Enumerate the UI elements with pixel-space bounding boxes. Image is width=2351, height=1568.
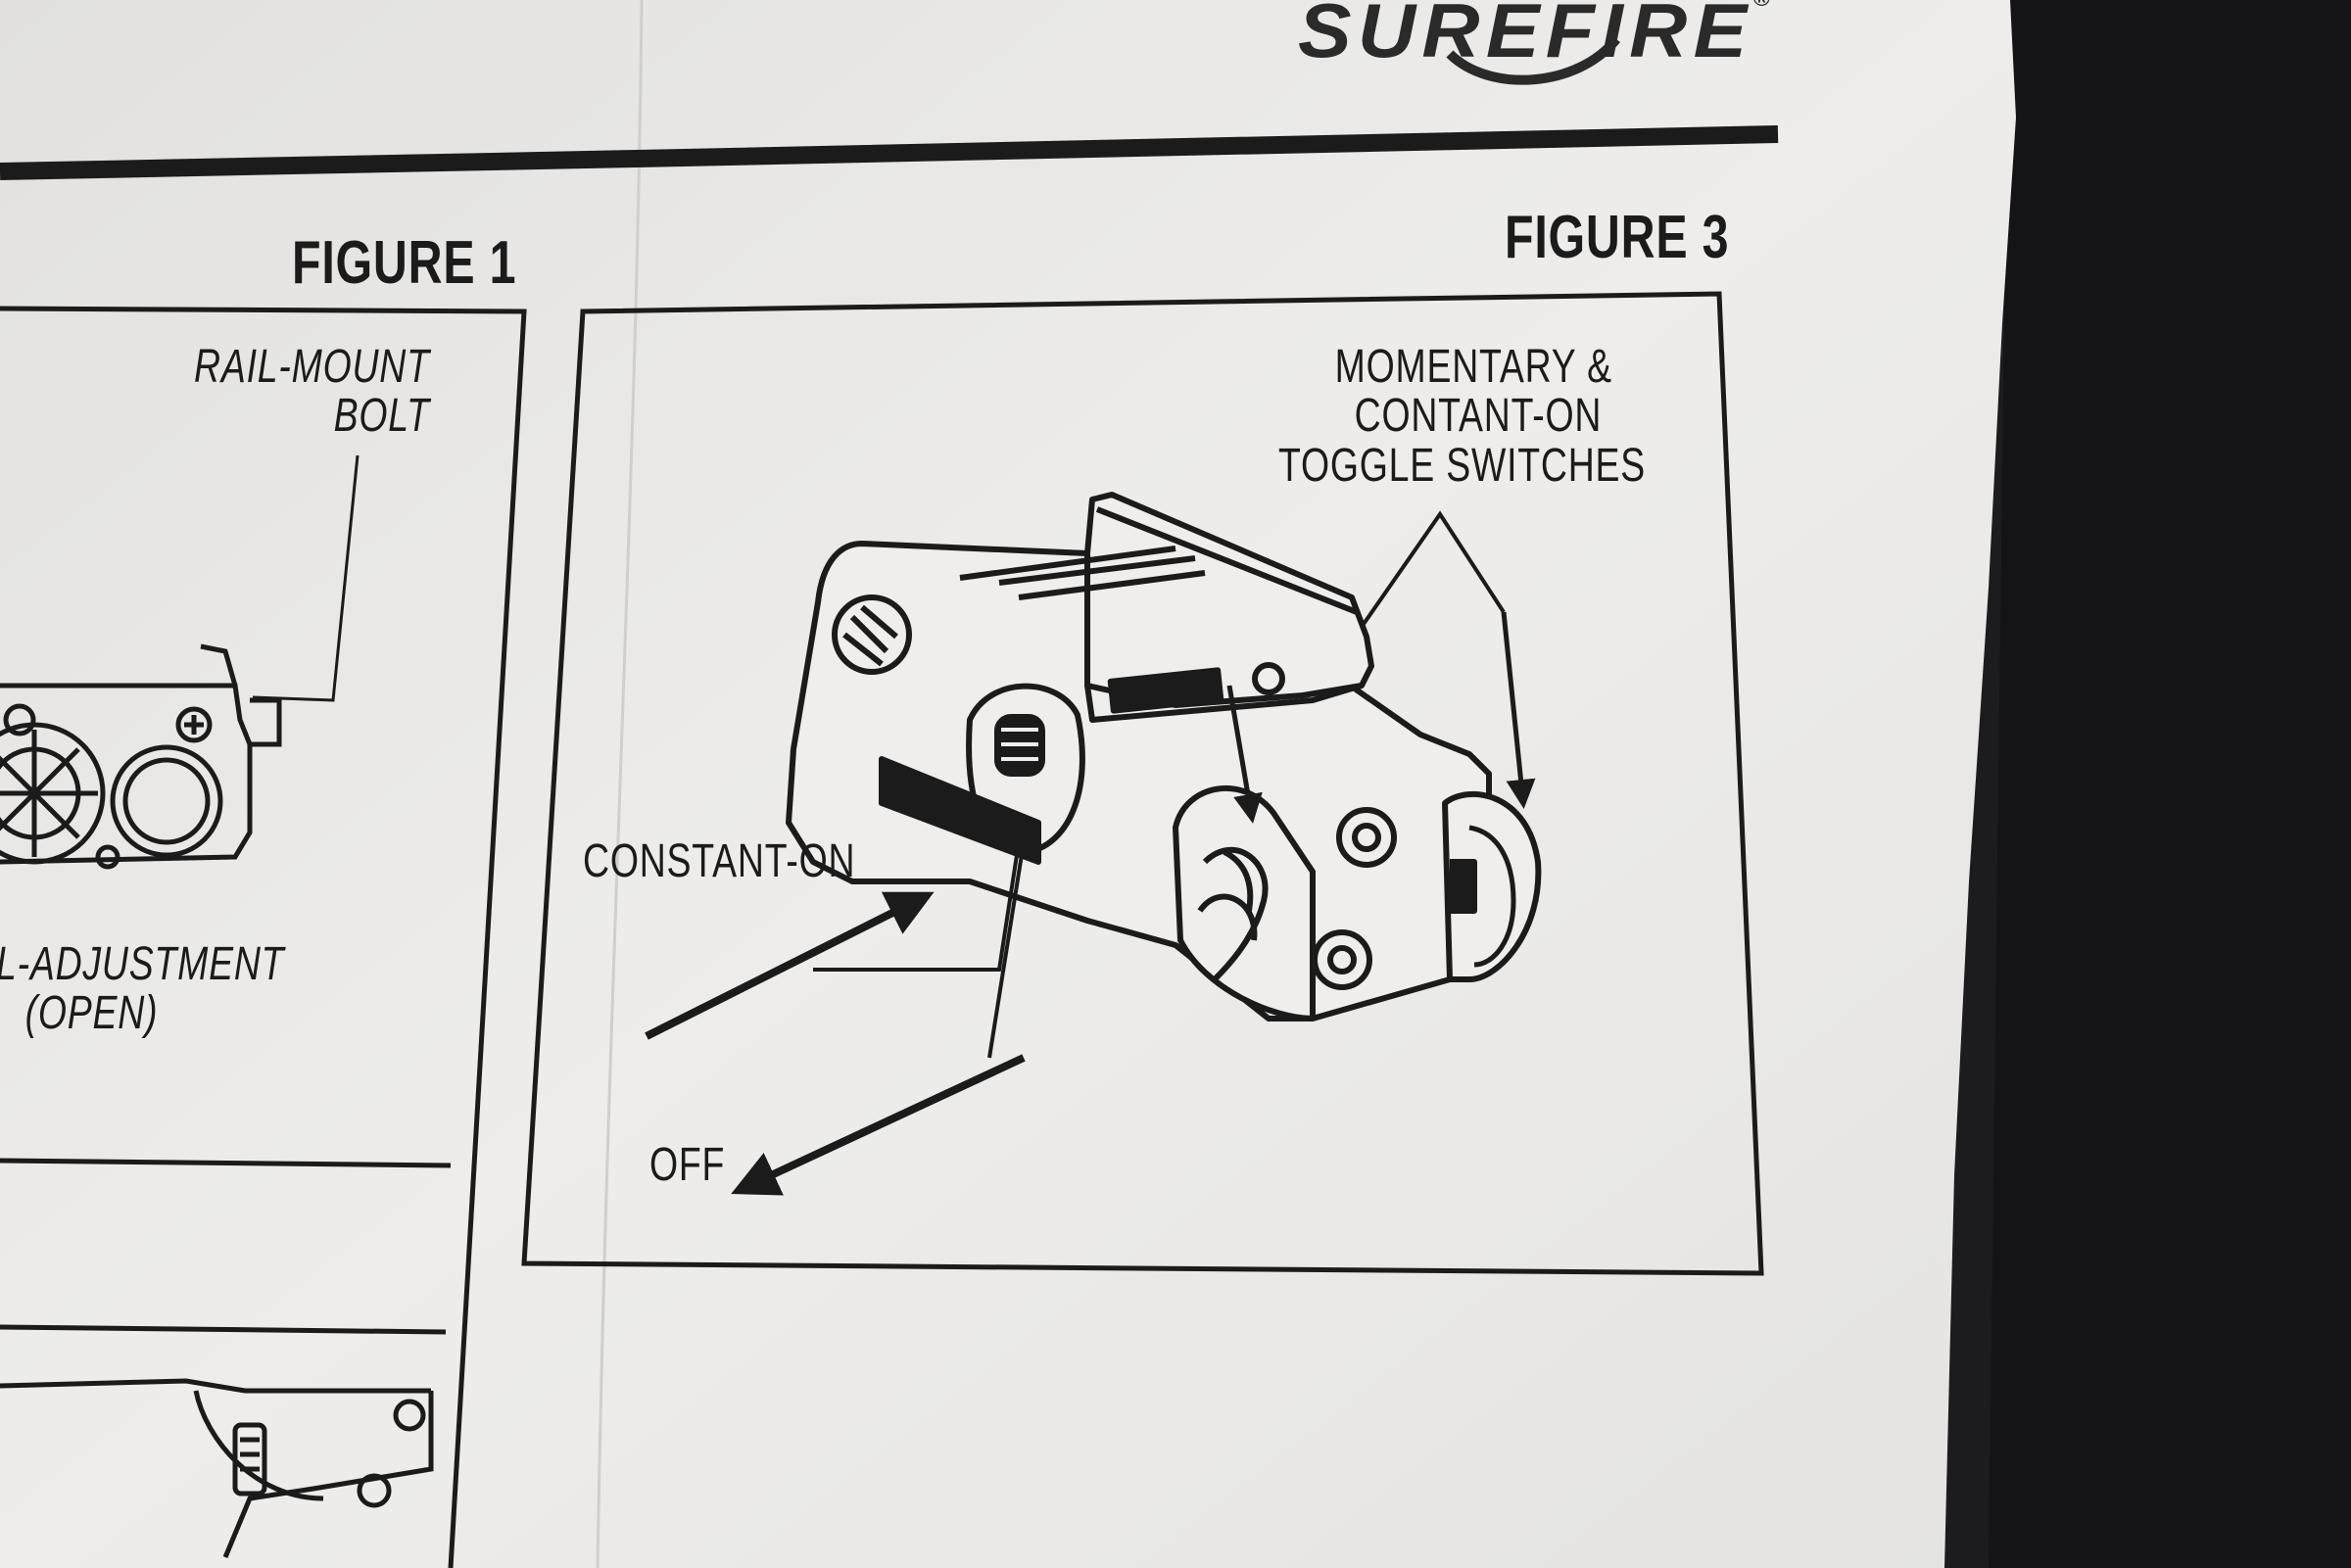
figure1-frame xyxy=(0,306,527,1568)
figure1-rail-mount-bolt-label: RAIL-MOUNT BOLT xyxy=(194,341,430,443)
figure3-toggle-switches-label: MOMENTARY & CONTANT-ON TOGGLE SWITCHES xyxy=(1278,341,1647,492)
figure1-device-drawing xyxy=(0,454,434,1558)
toggle-switches-line1: MOMENTARY & xyxy=(1334,341,1612,393)
figure3-constant-on-label: CONSTANT-ON xyxy=(583,835,856,887)
figure3-callout-arrows xyxy=(645,510,1536,1196)
brand-name: SUREFIRE xyxy=(1298,0,1753,73)
figure1-title: FIGURE 1 xyxy=(292,229,517,297)
brand-logo: SUREFIRE® xyxy=(1298,0,1776,75)
figure3-off-label: OFF xyxy=(649,1139,726,1191)
adjustment-line1: L-ADJUSTMENT xyxy=(0,938,285,990)
rail-mount-bolt-line1: RAIL-MOUNT xyxy=(194,341,430,393)
paper-fold xyxy=(596,0,644,1568)
rail-mount-bolt-line2: BOLT xyxy=(333,390,430,443)
header-rule xyxy=(0,125,1779,180)
adjustment-line2: (OPEN) xyxy=(24,987,159,1040)
figure1-adjustment-label: L-ADJUSTMENT (OPEN) xyxy=(0,938,285,1040)
figure3-title: FIGURE 3 xyxy=(1505,204,1730,271)
figure3-weaponlight-drawing xyxy=(786,492,1542,1022)
brand-swoosh xyxy=(1446,35,1620,85)
toggle-switches-line3: TOGGLE SWITCHES xyxy=(1278,439,1647,492)
toggle-switches-line2: CONTANT-ON xyxy=(1354,390,1603,443)
brand-registered-mark: ® xyxy=(1753,0,1776,11)
figure3-frame xyxy=(521,291,1764,1276)
